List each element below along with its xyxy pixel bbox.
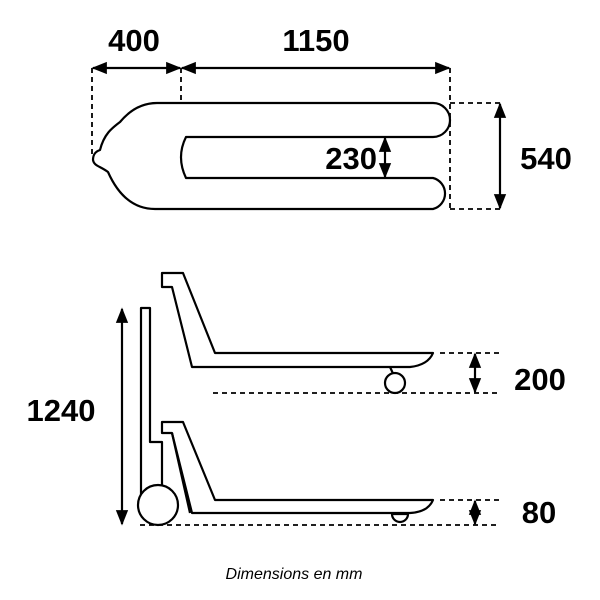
label-230: 230: [325, 141, 377, 176]
mast-strut: [170, 432, 192, 514]
label-1150: 1150: [282, 23, 349, 58]
steer-wheel: [136, 483, 180, 527]
caption: Dimensions en mm: [226, 566, 363, 583]
top-view: 400 1150 230 540: [91, 23, 572, 211]
raised-fork: [160, 271, 435, 369]
lowered-load-wheel: [390, 512, 410, 524]
mast: [139, 306, 172, 514]
lowered-fork: [160, 420, 435, 515]
raised-load-wheel: [383, 371, 407, 395]
label-1240: 1240: [27, 393, 96, 428]
top-view-outline: [91, 101, 452, 211]
label-400: 400: [108, 23, 160, 58]
label-540: 540: [520, 141, 572, 176]
label-80: 80: [522, 495, 556, 530]
side-view: 1240 200 80: [27, 271, 566, 530]
label-200: 200: [514, 362, 566, 397]
